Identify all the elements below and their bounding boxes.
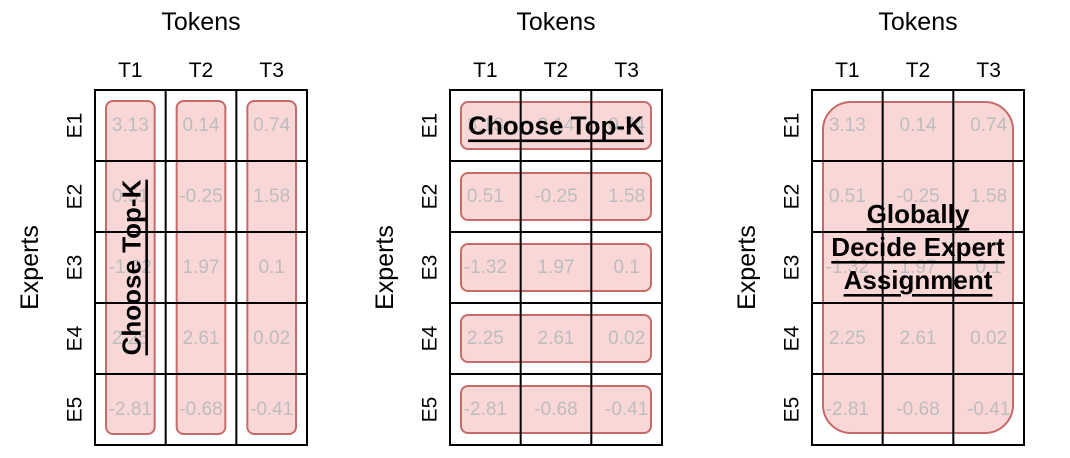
grid-border (94, 89, 308, 446)
cell-value: -0.68 (534, 399, 577, 420)
grid-border (449, 89, 663, 446)
row-header: E2 (781, 184, 804, 210)
cell-value: 1.58 (253, 186, 290, 207)
row-header: E5 (419, 397, 442, 423)
column-header: T3 (259, 59, 284, 82)
cell-value: 0.51 (467, 186, 504, 207)
row-header: E4 (781, 325, 804, 351)
cell-value: -0.68 (179, 399, 222, 420)
cell-value: 0.51 (829, 186, 866, 207)
selection-highlight (105, 100, 156, 435)
column-header: T3 (976, 59, 1001, 82)
cell-value: 2.25 (112, 328, 149, 349)
cell-value: 2.61 (900, 328, 937, 349)
annotation-label: Decide Expert (831, 232, 1005, 262)
cell-value: 1.58 (970, 186, 1007, 207)
cell-value: 0.1 (975, 257, 1001, 278)
cell-value: -1.32 (109, 257, 152, 278)
cell-value: 1.97 (183, 257, 220, 278)
selection-highlight (822, 101, 1014, 434)
cell-value: 3.13 (112, 115, 149, 136)
cell-value: 2.25 (467, 328, 504, 349)
cell-value: 3.13 (467, 115, 504, 136)
panel-title: Tokens (516, 8, 595, 36)
y-axis-label: Experts (371, 225, 399, 310)
cell-value: 0.02 (253, 328, 290, 349)
cell-value: 0.1 (258, 257, 284, 278)
cell-value: 3.13 (829, 115, 866, 136)
row-header: E1 (781, 113, 804, 139)
column-header: T3 (614, 59, 639, 82)
cell-value: 0.14 (538, 115, 575, 136)
row-header: E1 (419, 113, 442, 139)
y-axis-label: Experts (733, 225, 761, 310)
cell-value: 0.02 (970, 328, 1007, 349)
selection-highlight (460, 101, 652, 150)
selection-highlight (460, 243, 652, 292)
cell-value: 0.74 (253, 115, 290, 136)
annotation-label: Choose Top-K (468, 111, 644, 141)
selection-highlight (246, 100, 297, 435)
row-header: E3 (64, 255, 87, 281)
cell-value: 2.61 (183, 328, 220, 349)
selection-highlight (460, 172, 652, 221)
row-header: E5 (781, 397, 804, 423)
cell-value: -0.25 (534, 186, 577, 207)
row-header: E2 (419, 184, 442, 210)
row-header: E4 (419, 325, 442, 351)
grid-border (811, 89, 1025, 446)
cell-value: 0.1 (613, 257, 639, 278)
cell-value: -2.81 (109, 399, 152, 420)
panel-title: Tokens (161, 8, 240, 36)
annotation-label: Choose Top-K (116, 179, 146, 355)
cell-value: 0.51 (112, 186, 149, 207)
column-header: T1 (473, 59, 498, 82)
cell-value: -0.41 (605, 399, 648, 420)
panel-title: Tokens (878, 8, 957, 36)
cell-value: -0.68 (896, 399, 939, 420)
column-header: T2 (906, 59, 931, 82)
row-header: E1 (64, 113, 87, 139)
row-header: E3 (419, 255, 442, 281)
y-axis-label: Experts (16, 225, 44, 310)
column-header: T2 (189, 59, 214, 82)
cell-value: -0.41 (967, 399, 1010, 420)
cell-value: 2.25 (829, 328, 866, 349)
cell-value: -0.41 (250, 399, 293, 420)
cell-value: -2.81 (464, 399, 507, 420)
cell-value: -0.25 (179, 186, 222, 207)
selection-highlight (175, 100, 227, 435)
annotation-label: Assignment (844, 265, 993, 295)
selection-highlight (460, 385, 652, 434)
cell-value: -0.25 (896, 186, 939, 207)
cell-value: -1.32 (826, 257, 869, 278)
cell-value: 0.14 (900, 115, 937, 136)
cell-value: 0.74 (608, 115, 645, 136)
column-header: T1 (835, 59, 860, 82)
cell-value: 1.97 (538, 257, 575, 278)
column-header: T2 (544, 59, 569, 82)
cell-value: 1.97 (900, 257, 937, 278)
cell-value: 1.58 (608, 186, 645, 207)
cell-value: 0.02 (608, 328, 645, 349)
annotation-label: Globally (867, 199, 970, 229)
column-header: T1 (118, 59, 143, 82)
cell-value: 0.14 (183, 115, 220, 136)
row-header: E3 (781, 255, 804, 281)
selection-highlight (460, 314, 652, 363)
cell-value: 2.61 (538, 328, 575, 349)
cell-value: -1.32 (464, 257, 507, 278)
row-header: E5 (64, 397, 87, 423)
cell-value: 0.74 (970, 115, 1007, 136)
row-header: E2 (64, 184, 87, 210)
row-header: E4 (64, 325, 87, 351)
cell-value: -2.81 (826, 399, 869, 420)
